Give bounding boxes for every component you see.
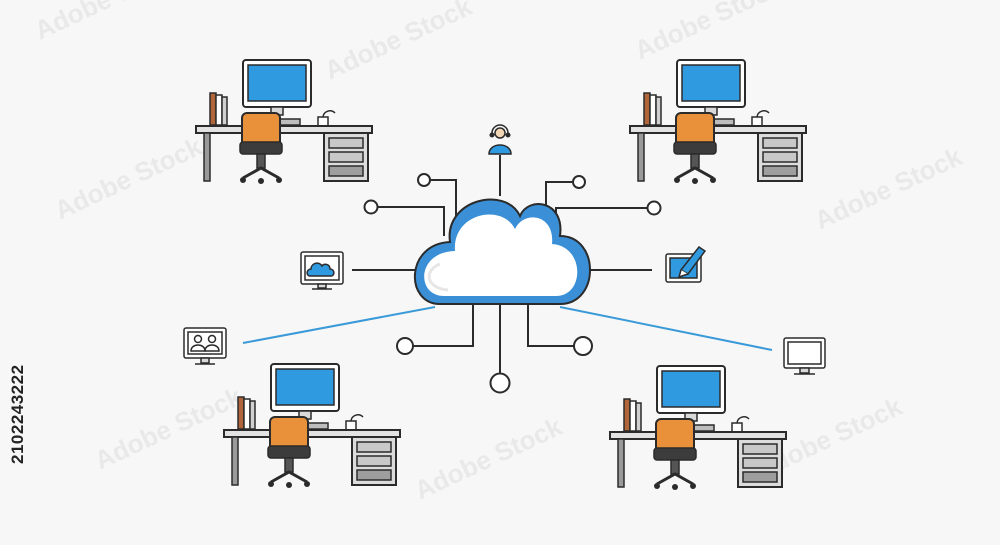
circuit-node bbox=[573, 336, 593, 356]
connector-line bbox=[242, 306, 436, 344]
watermark-text: Adobe Stock bbox=[30, 0, 187, 45]
watermark-text: Adobe Stock bbox=[320, 0, 477, 85]
connector-line bbox=[559, 306, 773, 351]
circuit-node bbox=[646, 200, 662, 216]
watermark-text: Adobe Stock bbox=[50, 131, 207, 226]
circuit-node bbox=[396, 337, 414, 355]
tablet-pen-icon bbox=[665, 245, 707, 283]
circuit-lines bbox=[352, 155, 652, 373]
user-headset-icon bbox=[488, 124, 512, 155]
circuit-node bbox=[417, 173, 431, 187]
workstation-bottom-left bbox=[222, 362, 402, 490]
circuit-nodes bbox=[363, 173, 662, 394]
circuit-node bbox=[363, 199, 379, 215]
watermark-text: Adobe Stock bbox=[630, 0, 787, 65]
workstation-bottom-right bbox=[608, 364, 788, 492]
video-conference-icon bbox=[183, 327, 227, 365]
watermark-text: Adobe Stock bbox=[810, 141, 967, 236]
monitor-icon bbox=[783, 337, 826, 375]
watermark-text: Adobe Stock bbox=[410, 411, 567, 506]
circuit-node bbox=[572, 175, 586, 189]
stock-id: 2102243222 bbox=[8, 364, 27, 464]
cloud-monitor-icon bbox=[300, 251, 344, 290]
workstation-top-right bbox=[628, 58, 808, 186]
circuit-node bbox=[489, 372, 511, 394]
watermark-text: Adobe Stock bbox=[90, 381, 247, 476]
cloud-icon bbox=[414, 198, 591, 305]
